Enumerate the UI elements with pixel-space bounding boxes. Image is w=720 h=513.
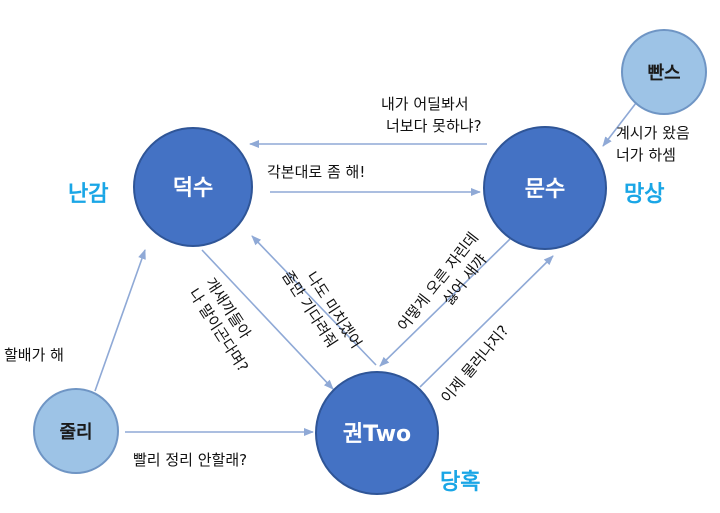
node-jully: 줄리 bbox=[33, 388, 119, 474]
label-jully-to-ducksoo: 할배가 해 bbox=[4, 346, 64, 364]
node-moonsoo-label: 문수 bbox=[525, 177, 565, 202]
arrow-pants-to-moonsoo bbox=[602, 102, 637, 147]
node-pants: 빤스 bbox=[621, 29, 707, 115]
label-jully-to-kwon: 빨리 정리 안할래? bbox=[133, 451, 247, 469]
node-moonsoo: 문수 bbox=[483, 126, 607, 250]
node-pants-label: 빤스 bbox=[647, 63, 680, 84]
node-kwon: 권Two bbox=[315, 371, 439, 495]
label-moonsoo-to-ducksoo-line1: 내가 어딜봐서 bbox=[381, 95, 469, 113]
label-pants-to-moonsoo-line1: 계시가 왔음 bbox=[616, 124, 690, 142]
emotion-kwon: 당혹 bbox=[440, 470, 480, 495]
label-ducksoo-to-moonsoo: 각본대로 좀 해! bbox=[267, 163, 365, 181]
arrow-ducksoo-to-kwon bbox=[201, 249, 334, 390]
arrow-kwon-to-ducksoo bbox=[251, 235, 377, 366]
label-moonsoo-to-kwon: 어떻게 오른 자린데 싫어 새꺄 bbox=[394, 225, 501, 347]
node-kwon-label: 권Two bbox=[343, 422, 411, 447]
label-pants-to-moonsoo: 계시가 왔음 너가 하셈 bbox=[616, 124, 695, 164]
label-kwon-to-ducksoo: 나도 미치겠어 좀만 기다려줘 bbox=[278, 257, 368, 367]
arrow-moonsoo-to-kwon bbox=[379, 238, 511, 367]
arrow-kwon-to-moonsoo bbox=[419, 255, 554, 388]
label-kwon-to-moonsoo: 이제 물러나지? bbox=[437, 322, 512, 407]
node-ducksoo: 덕수 bbox=[133, 127, 253, 247]
label-ducksoo-to-kwon: 개새끼들아 나 말이곤다며? bbox=[185, 274, 269, 375]
node-jully-label: 줄리 bbox=[59, 422, 92, 443]
emotion-ducksoo: 난감 bbox=[68, 182, 108, 207]
node-ducksoo-label: 덕수 bbox=[173, 176, 213, 201]
label-moonsoo-to-ducksoo: 내가 어딜봐서 너보다 못하냐? bbox=[381, 95, 482, 135]
label-moonsoo-to-ducksoo-line2: 너보다 못하냐? bbox=[386, 117, 482, 135]
label-pants-to-moonsoo-line2: 너가 하셈 bbox=[616, 146, 676, 164]
arrow-jully-to-ducksoo bbox=[94, 249, 146, 392]
emotion-moonsoo: 망상 bbox=[624, 182, 664, 207]
